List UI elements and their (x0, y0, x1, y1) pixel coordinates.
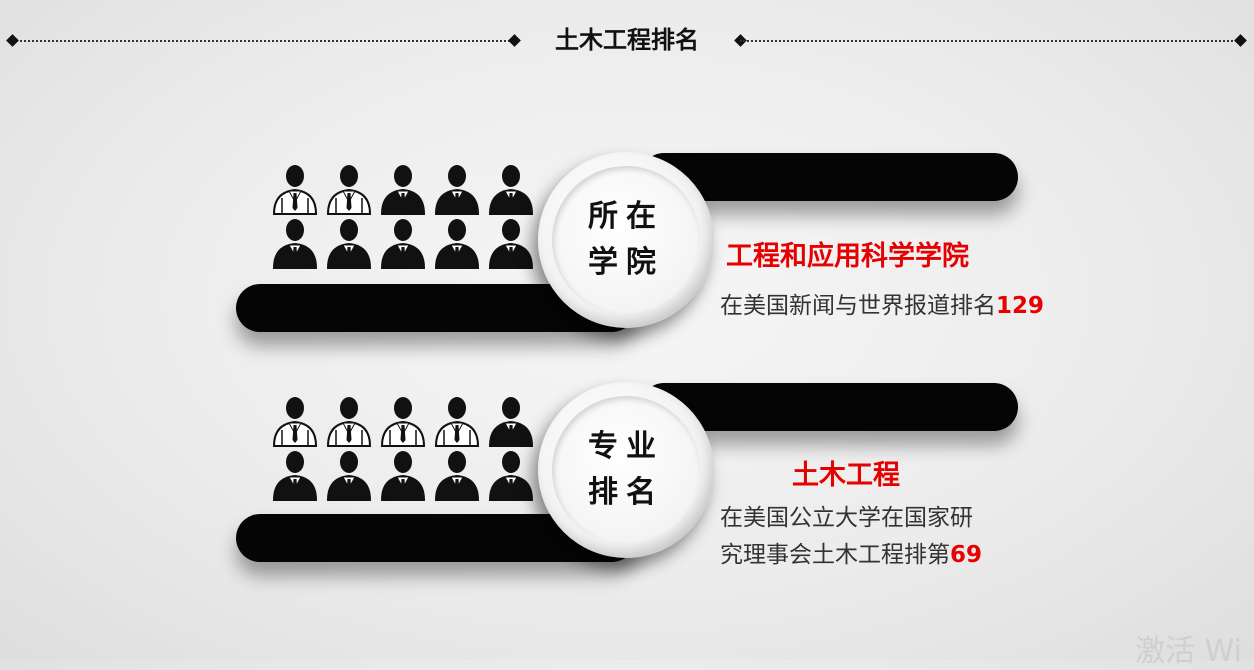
person-icon-dark (268, 448, 322, 502)
section-college-title: 工程和应用科学学院 (726, 241, 969, 272)
person-icon-dark (484, 216, 538, 270)
person-icon-dark (484, 162, 538, 216)
person-icon-dark (268, 216, 322, 270)
description-line: 在美国公立大学在国家研 (720, 505, 973, 531)
section-major-top-bar (640, 383, 1018, 431)
section-major-title: 土木工程 (792, 460, 900, 491)
person-icon-outline (268, 162, 322, 216)
people-icon-grid (268, 394, 538, 502)
person-icon-dark (376, 448, 430, 502)
ranking-number: 129 (996, 293, 1045, 319)
page-title: 土木工程排名 (555, 26, 699, 54)
section-college-description: 在美国新闻与世界报道排名129 (720, 288, 1044, 325)
person-icon-dark (376, 162, 430, 216)
section-major-circle-label: 专业 排名 (588, 429, 664, 510)
ranking-number: 69 (950, 542, 983, 568)
header-divider-left (12, 40, 514, 42)
person-icon-outline (268, 394, 322, 448)
section-college-top-bar (640, 153, 1018, 201)
header-divider-right (740, 40, 1240, 42)
activation-watermark: 激活 Wi (1135, 634, 1242, 669)
person-icon-dark (376, 216, 430, 270)
person-icon-dark (430, 216, 484, 270)
person-icon-dark (484, 448, 538, 502)
person-icon-dark (322, 216, 376, 270)
person-icon-outline (430, 394, 484, 448)
person-icon-dark (322, 448, 376, 502)
description-line: 究理事会土木工程排第 (720, 542, 950, 568)
section-college-circle-label: 所在 学院 (588, 199, 664, 280)
person-icon-outline (322, 162, 376, 216)
description-line: 在美国新闻与世界报道排名 (720, 293, 996, 319)
section-major-circle: 专业 排名 (538, 382, 714, 558)
person-icon-outline (322, 394, 376, 448)
person-icon-dark (430, 162, 484, 216)
people-icon-grid (268, 162, 538, 270)
person-icon-outline (376, 394, 430, 448)
section-college-circle: 所在 学院 (538, 152, 714, 328)
person-icon-dark (484, 394, 538, 448)
section-major-description: 在美国公立大学在国家研究理事会土木工程排第69 (720, 500, 982, 574)
person-icon-dark (430, 448, 484, 502)
